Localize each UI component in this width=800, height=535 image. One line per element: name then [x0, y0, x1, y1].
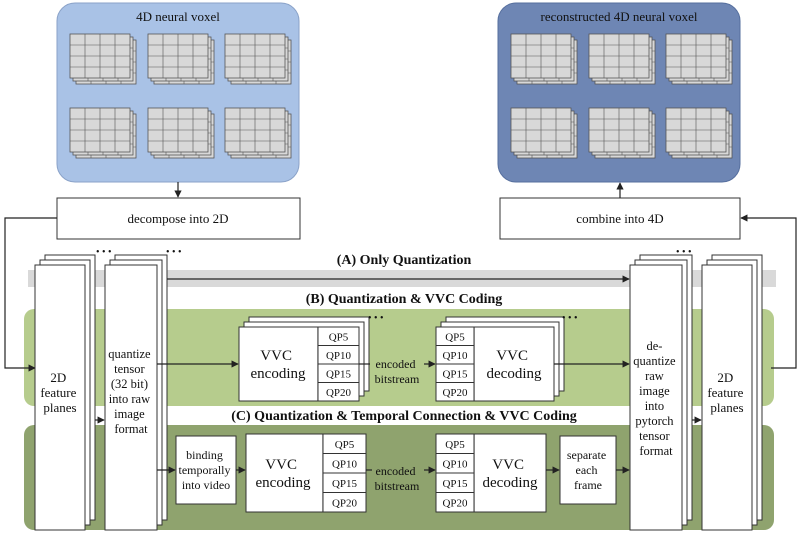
qp-cell — [435, 382, 475, 402]
qp-label: QP20 — [332, 497, 358, 509]
qp-label: QP20 — [326, 387, 352, 399]
decompose-label: decompose into 2D — [127, 211, 228, 226]
voxel-grid — [665, 107, 733, 159]
left-planes-stack — [34, 254, 96, 531]
qp-label: QP10 — [326, 350, 352, 362]
voxel-grid — [69, 33, 137, 85]
row-b-bitstream-label: encoded bitstream — [375, 357, 420, 386]
binding-box — [175, 435, 237, 505]
right-planes-stack — [701, 254, 763, 531]
voxel-grid — [510, 107, 578, 159]
qp-label: QP10 — [332, 458, 358, 470]
band-b — [24, 309, 774, 406]
reconstructed-title: reconstructed 4D neural voxel — [540, 9, 697, 24]
row-b-encoding-label: VVC encoding — [251, 348, 306, 382]
ellipsis-row-b-encoding: • • • — [368, 313, 384, 324]
row-b-decoding-label: VVC decoding — [487, 348, 542, 382]
section-a-title: (A) Only Quantization — [337, 253, 472, 268]
qp-label: QP10 — [442, 350, 468, 362]
qp-label: QP15 — [442, 368, 468, 380]
qp-label: QP20 — [442, 497, 468, 509]
voxel-grid — [588, 33, 656, 85]
ellipsis-dequantize: • • • — [676, 247, 692, 258]
line-decompose-to-planes — [4, 217, 57, 372]
voxel-grid-group — [69, 33, 292, 159]
section-b-title: (B) Quantization & VVC Coding — [306, 292, 503, 307]
combine-label: combine into 4D — [576, 211, 663, 226]
binding-label: binding temporally into video — [179, 448, 234, 492]
left-planes-label: 2D feature planes — [40, 370, 79, 415]
qp-label: QP5 — [445, 331, 465, 343]
row-c-decoding-label: VVC decoding — [483, 457, 538, 491]
qp-label: QP5 — [445, 439, 465, 451]
qp-label: QP5 — [335, 439, 355, 451]
quantize-stack — [104, 254, 168, 531]
decompose-box — [56, 197, 301, 240]
voxel-grid — [665, 33, 733, 85]
qp-label: QP15 — [326, 368, 352, 380]
section-c-title: (C) Quantization & Temporal Connection &… — [231, 409, 577, 424]
separate-box — [559, 435, 617, 505]
qp-label: QP5 — [329, 331, 349, 343]
combine-box — [499, 197, 741, 240]
row-c-bitstream-label: encoded bitstream — [375, 464, 420, 493]
ellipsis-left-planes: • • • — [96, 247, 112, 258]
qp-label: QP20 — [442, 387, 468, 399]
ellipsis-quantize: • • • — [166, 247, 182, 258]
qp-cell — [435, 492, 475, 513]
line-planes-to-combine — [740, 214, 797, 369]
dequantize-stack — [629, 254, 693, 531]
ellipsis-row-b-decoding: • • • — [562, 313, 578, 324]
separate-label: separate each frame — [567, 448, 609, 492]
voxel-grid — [224, 107, 292, 159]
qp-label: QP10 — [442, 458, 468, 470]
voxel-grid — [147, 107, 215, 159]
row-c-encoding-label: VVC encoding — [256, 457, 311, 491]
quantize-label: quantize tensor (32 bit) into raw image … — [108, 347, 153, 436]
voxel-grid — [510, 33, 578, 85]
qp-label: QP15 — [442, 478, 468, 490]
right-planes-label: 2D feature planes — [707, 370, 746, 415]
qp-cell — [322, 492, 367, 513]
qp-label: QP15 — [332, 478, 358, 490]
voxel-grid — [69, 107, 137, 159]
qp-cell — [317, 382, 360, 402]
reconstructed-grid-group — [510, 33, 733, 159]
voxel-grid — [147, 33, 215, 85]
voxel-grid — [224, 33, 292, 85]
voxel-title: 4D neural voxel — [136, 9, 220, 24]
voxel-grid — [588, 107, 656, 159]
dequantize-label: de- quantize raw image into pytorch tens… — [633, 339, 678, 458]
